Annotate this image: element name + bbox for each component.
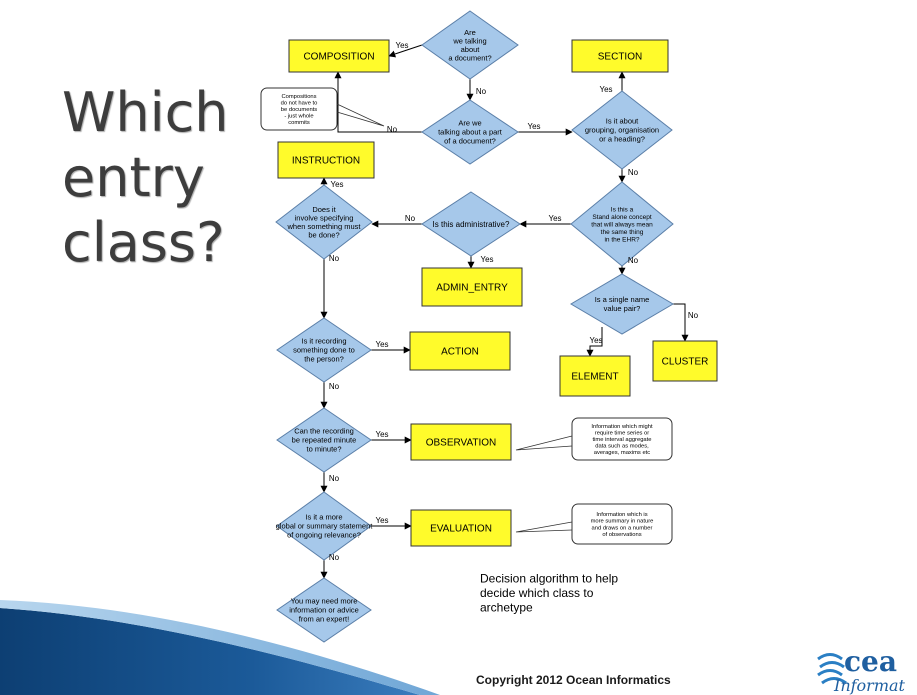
note-observation-pointer [515, 435, 573, 451]
edge-single-no-label: No [688, 311, 699, 320]
edge-part-yes-label: Yes [527, 122, 540, 131]
decision-recording-done [276, 317, 372, 383]
class-box-composition [288, 39, 390, 73]
svg-text:Informat: Informat [833, 676, 906, 695]
note-evaluation-pointer [515, 521, 573, 533]
class-label-section: SECTION [598, 52, 642, 63]
class-box-section [571, 39, 669, 73]
decorative-swoosh [0, 600, 440, 695]
class-label-observation: OBSERVATION [426, 438, 497, 449]
note-compositions [260, 87, 338, 131]
edge-grouping-no-label: No [628, 168, 639, 177]
edge-document-yes-label: Yes [395, 41, 408, 50]
class-box-action [409, 331, 511, 371]
svg-text:cea: cea [844, 645, 897, 678]
decision-administrative-text: Is this administrative? [433, 220, 510, 229]
ocean-informatics-logo: cea Informat [816, 641, 917, 695]
edge-global-no-label: No [329, 553, 340, 562]
edge-global-yes-label: Yes [375, 516, 388, 525]
edge-repeated-no-label: No [329, 474, 340, 483]
edge-document-yes [388, 44, 423, 58]
decision-standalone [570, 181, 674, 267]
edge-part-no-label: No [387, 125, 398, 134]
logo-wave-icon [817, 653, 847, 685]
decision-document [421, 10, 519, 80]
edge-admin-yes-label: Yes [480, 255, 493, 264]
class-label-composition: COMPOSITION [303, 52, 374, 63]
edge-admin-no-label: No [405, 214, 416, 223]
decision-global-summary [276, 491, 372, 561]
slide-title-line-2: entry [62, 146, 205, 209]
class-box-observation [410, 423, 512, 461]
edge-standalone-no-label: No [628, 256, 639, 265]
decision-specifying-when [275, 184, 373, 260]
class-label-evaluation: EVALUATION [430, 524, 492, 535]
class-box-admin-entry [421, 267, 523, 307]
slide-title-line-3: class? [62, 211, 225, 274]
class-label-cluster: CLUSTER [662, 357, 709, 368]
class-box-cluster [652, 340, 718, 382]
class-label-admin-entry: ADMIN_ENTRY [436, 283, 508, 294]
slide-title-line-1: Which [62, 81, 229, 144]
decision-single-name-value [570, 273, 674, 335]
edge-specifying-no-label: No [329, 254, 340, 263]
decision-part-of-document [421, 99, 519, 165]
decision-grouping [571, 90, 673, 170]
edge-repeated-yes-label: Yes [375, 430, 388, 439]
note-observation [571, 417, 673, 461]
note-evaluation [571, 503, 673, 545]
edge-single-yes [586, 327, 603, 357]
note-compositions-pointer [336, 103, 385, 127]
class-label-element: ELEMENT [571, 372, 618, 383]
decision-repeated [276, 407, 372, 473]
edge-document-no-label: No [476, 87, 487, 96]
copyright-text: Copyright 2012 Ocean Informatics [476, 673, 671, 687]
edge-specifying-yes-label: Yes [330, 180, 343, 189]
edge-single-no [673, 303, 689, 342]
decision-administrative [421, 191, 521, 257]
flowchart-shapes [260, 10, 718, 643]
edge-single-yes-label: Yes [589, 336, 602, 345]
edge-grouping-yes-label: Yes [599, 85, 612, 94]
edge-recording-no-label: No [329, 382, 340, 391]
flowchart-edges [320, 44, 689, 579]
edge-part-no [334, 71, 422, 133]
flowchart-labels: YesNoYesNoYesNoYesNoYesNoYesNoYesNoYesNo… [276, 28, 709, 624]
class-box-instruction [277, 141, 375, 179]
class-box-evaluation [410, 509, 512, 547]
edge-standalone-yes-label: Yes [548, 214, 561, 223]
decision-need-more-info [276, 577, 372, 643]
edge-recording-yes-label: Yes [375, 340, 388, 349]
class-label-action: ACTION [441, 347, 479, 358]
class-box-element [559, 355, 631, 397]
class-label-instruction: INSTRUCTION [292, 156, 360, 167]
